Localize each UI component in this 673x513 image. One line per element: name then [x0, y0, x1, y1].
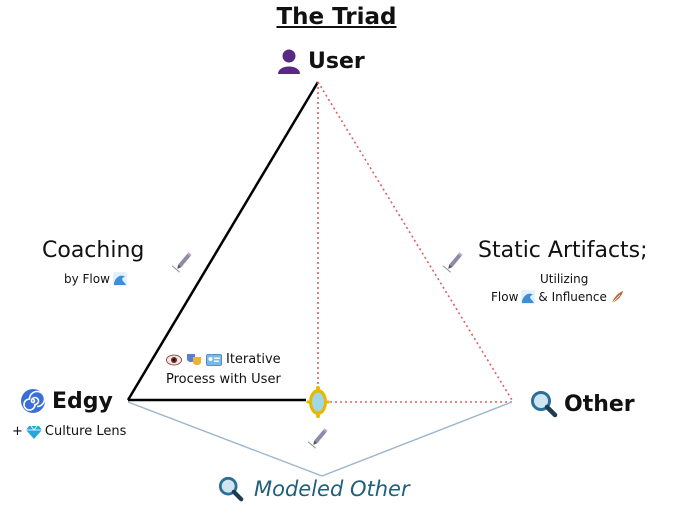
id-card-icon: [206, 353, 222, 366]
pen-icon: [171, 252, 192, 273]
iterative-line1: Iterative: [226, 352, 281, 367]
gem-icon: [25, 425, 42, 439]
diagram-title: The Triad: [276, 4, 397, 30]
edge-user-other: [317, 81, 513, 401]
edgy-sublabel-text: Culture Lens: [44, 424, 127, 439]
edgy-sublabel-prefix: +: [12, 424, 23, 439]
pen-icon: [442, 252, 463, 273]
node-other: Other: [530, 390, 635, 418]
magnifier-icon: [218, 476, 244, 502]
static-artifacts-line2: Flow & Influence: [491, 290, 624, 304]
static-artifacts-influence: & Influence: [538, 290, 607, 304]
edge-user-edgy: [126, 81, 320, 401]
coaching-sublabel: by Flow: [64, 272, 127, 286]
static-artifacts-flow: Flow: [491, 290, 519, 304]
person-icon: [278, 49, 300, 74]
iterative-line1-row: Iterative: [166, 352, 281, 367]
node-edgy-label: Edgy: [52, 388, 113, 414]
node-modeled-other-label: Modeled Other: [254, 477, 410, 501]
feather-icon: [611, 291, 623, 304]
eye-icon: [166, 354, 182, 365]
coaching-label: Coaching: [42, 238, 145, 263]
static-artifacts-label: Static Artifacts;: [478, 238, 648, 263]
coaching-sublabel-text: by Flow: [64, 272, 110, 286]
node-user-label: User: [308, 48, 365, 74]
node-modeled-other: Modeled Other: [218, 476, 410, 502]
edge-modeled-other: [321, 401, 513, 477]
edge-edgy-modeled: [127, 401, 323, 477]
node-other-label: Other: [564, 391, 635, 417]
wave-icon: [521, 290, 536, 304]
pen-icon: [307, 428, 328, 449]
mirror-icon: [306, 386, 330, 418]
theater-masks-icon: [187, 353, 201, 365]
node-user: User: [276, 48, 365, 74]
edgy-sublabel: + Culture Lens: [12, 424, 126, 439]
wave-icon: [112, 272, 127, 286]
spiral-icon: [21, 389, 46, 413]
magnifier-icon: [531, 391, 558, 418]
iterative-line2: Process with User: [166, 372, 281, 387]
static-artifacts-line1: Utilizing: [540, 272, 589, 286]
node-edgy: Edgy: [20, 388, 113, 414]
